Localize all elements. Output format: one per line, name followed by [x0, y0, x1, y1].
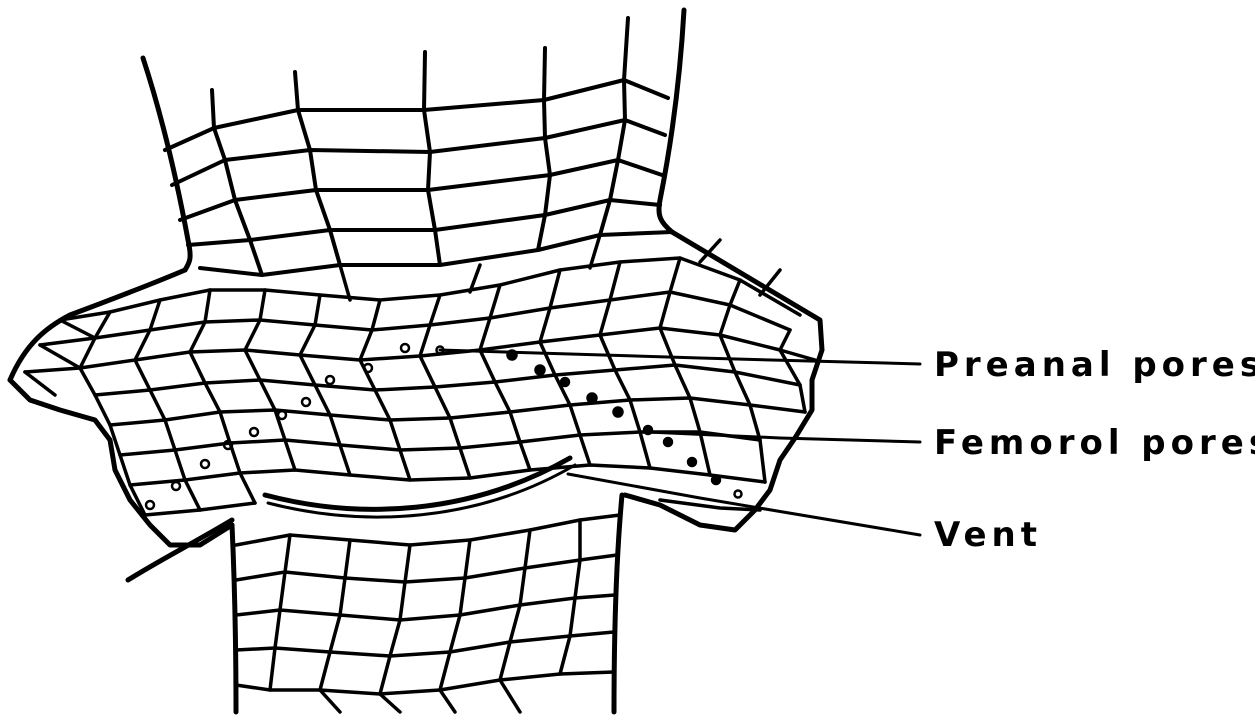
- tail-scale-mesh: [236, 515, 620, 712]
- dorsal-scale-grid: [165, 18, 672, 275]
- label-femoral-pores: Femorol pores: [934, 426, 1255, 460]
- ventral-scale-mesh: [25, 235, 815, 515]
- left-limb-edge: [128, 520, 232, 580]
- leader-femoral: [648, 432, 920, 442]
- label-vent: Vent: [934, 518, 1042, 552]
- label-preanal-pores: Preanal pores: [934, 348, 1255, 382]
